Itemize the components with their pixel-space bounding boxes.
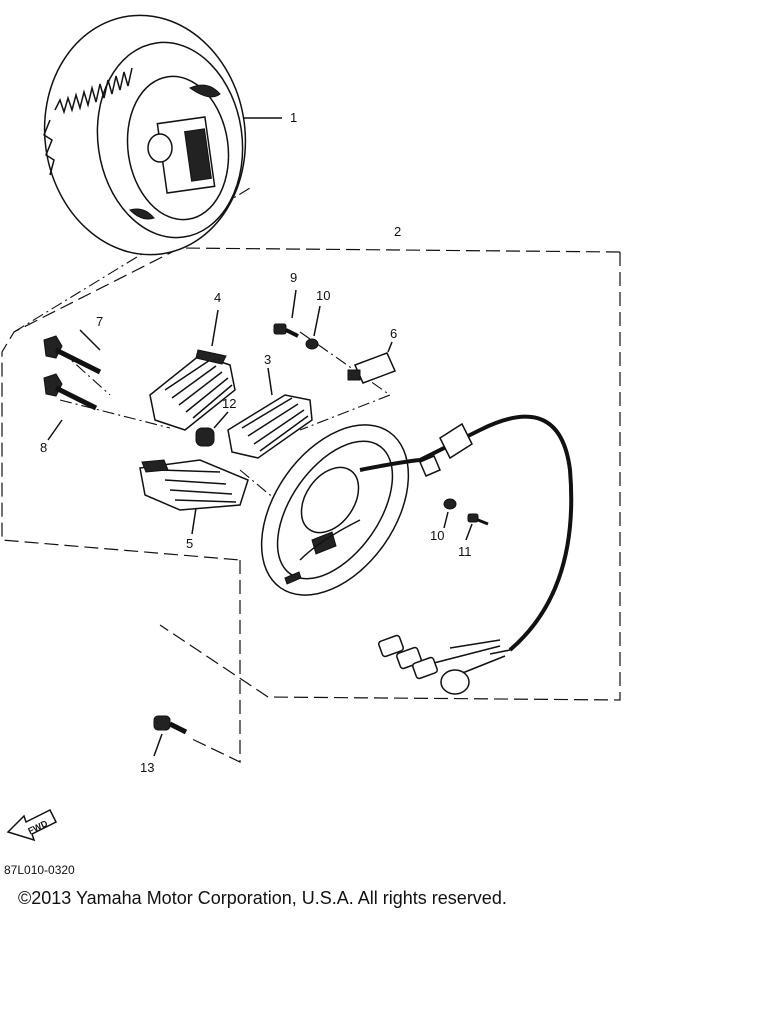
callout-13: 13 — [140, 760, 154, 775]
callout-9: 9 — [290, 270, 297, 285]
callout-10-top: 10 — [316, 288, 330, 303]
callout-2: 2 — [394, 224, 401, 239]
wire-harness — [359, 414, 574, 695]
callout-10-lower: 10 — [430, 528, 444, 543]
callout-3: 3 — [264, 352, 271, 367]
callout-7: 7 — [96, 314, 103, 329]
callout-12: 12 — [222, 396, 236, 411]
screw-9 — [273, 289, 299, 338]
callout-11: 11 — [458, 544, 472, 559]
callout-4: 4 — [214, 290, 221, 305]
callout-8: 8 — [40, 440, 47, 455]
forward-arrow-icon: FWD — [6, 808, 58, 842]
charge-coil-4 — [149, 309, 236, 431]
bolt-8 — [43, 373, 98, 441]
drawing-code: 87L010-0320 — [4, 863, 75, 877]
screw-11 — [465, 513, 489, 541]
callout-6: 6 — [390, 326, 397, 341]
flywheel-rotor — [43, 14, 282, 256]
bolt-7 — [43, 329, 102, 375]
spacer-12 — [195, 411, 229, 447]
callout-1: 1 — [290, 110, 297, 125]
copyright-notice: ©2013 Yamaha Motor Corporation, U.S.A. A… — [18, 888, 507, 908]
washer-10-lower — [443, 498, 457, 529]
washer-10-top — [305, 305, 321, 350]
pulser-coil-3 — [227, 367, 313, 459]
callout-5: 5 — [186, 536, 193, 551]
clamp-6 — [347, 341, 397, 384]
screw-13 — [153, 715, 188, 757]
lighting-coil-5 — [139, 459, 249, 535]
